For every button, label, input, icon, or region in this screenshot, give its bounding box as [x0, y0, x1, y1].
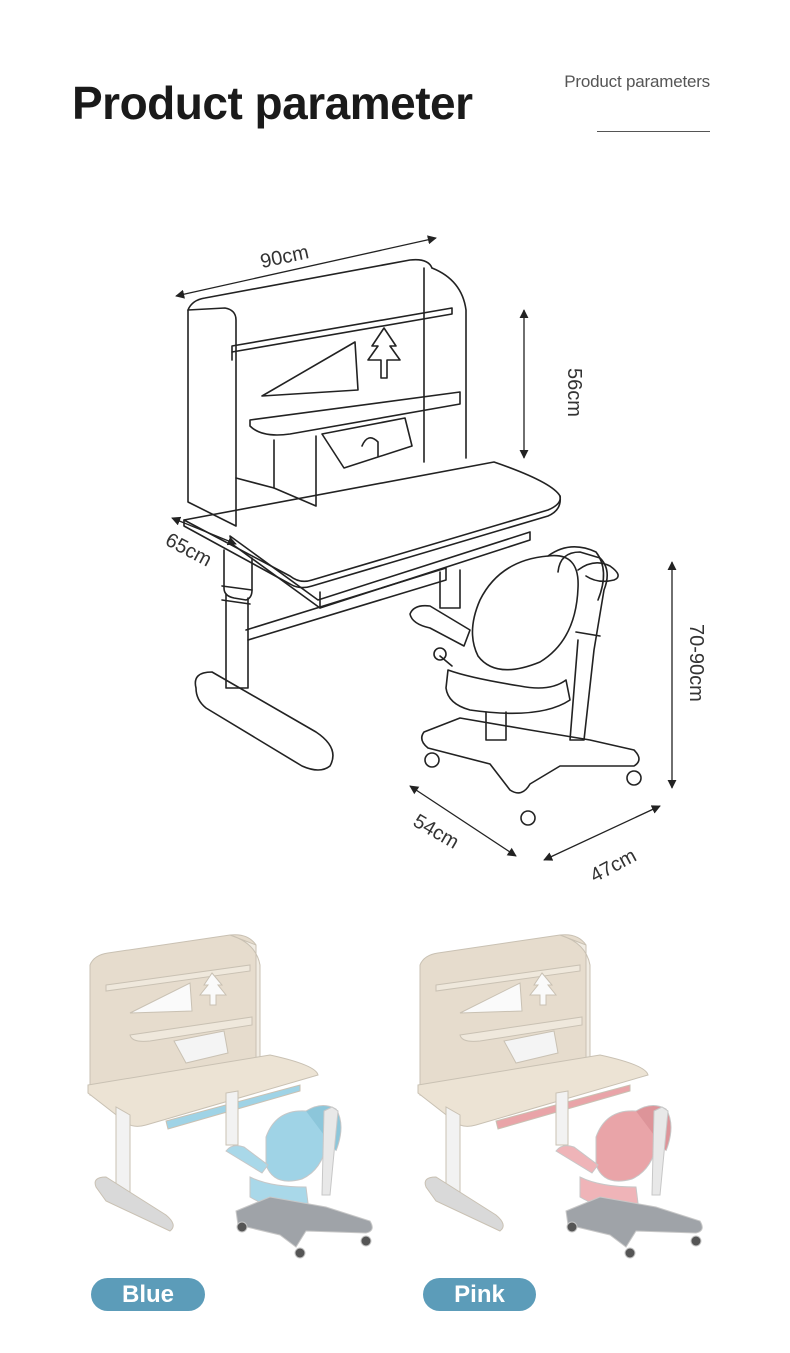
chair-drawing	[409, 546, 642, 826]
dim-chair-width-label: 47cm	[587, 845, 641, 887]
subtitle-divider	[597, 131, 710, 132]
dim-chair-height-label: 70-90cm	[685, 624, 707, 702]
variant-blue-button[interactable]: Blue	[91, 1278, 205, 1311]
dim-hutch-height-label: 56cm	[563, 368, 585, 417]
pink-product-image	[417, 934, 703, 1259]
dim-depth-label: 65cm	[162, 529, 216, 571]
page-title: Product parameter	[72, 77, 473, 129]
dimension-arrows	[171, 235, 677, 861]
variant-pink-button[interactable]: Pink	[423, 1278, 536, 1311]
dimension-diagram: 90cm 56cm 65cm 70-90cm 54cm 47cm	[162, 235, 707, 887]
desk-drawing	[183, 258, 562, 771]
dim-chair-depth-label: 54cm	[409, 810, 462, 854]
blue-product-image	[87, 934, 373, 1259]
page-subtitle: Product parameters	[564, 72, 710, 91]
